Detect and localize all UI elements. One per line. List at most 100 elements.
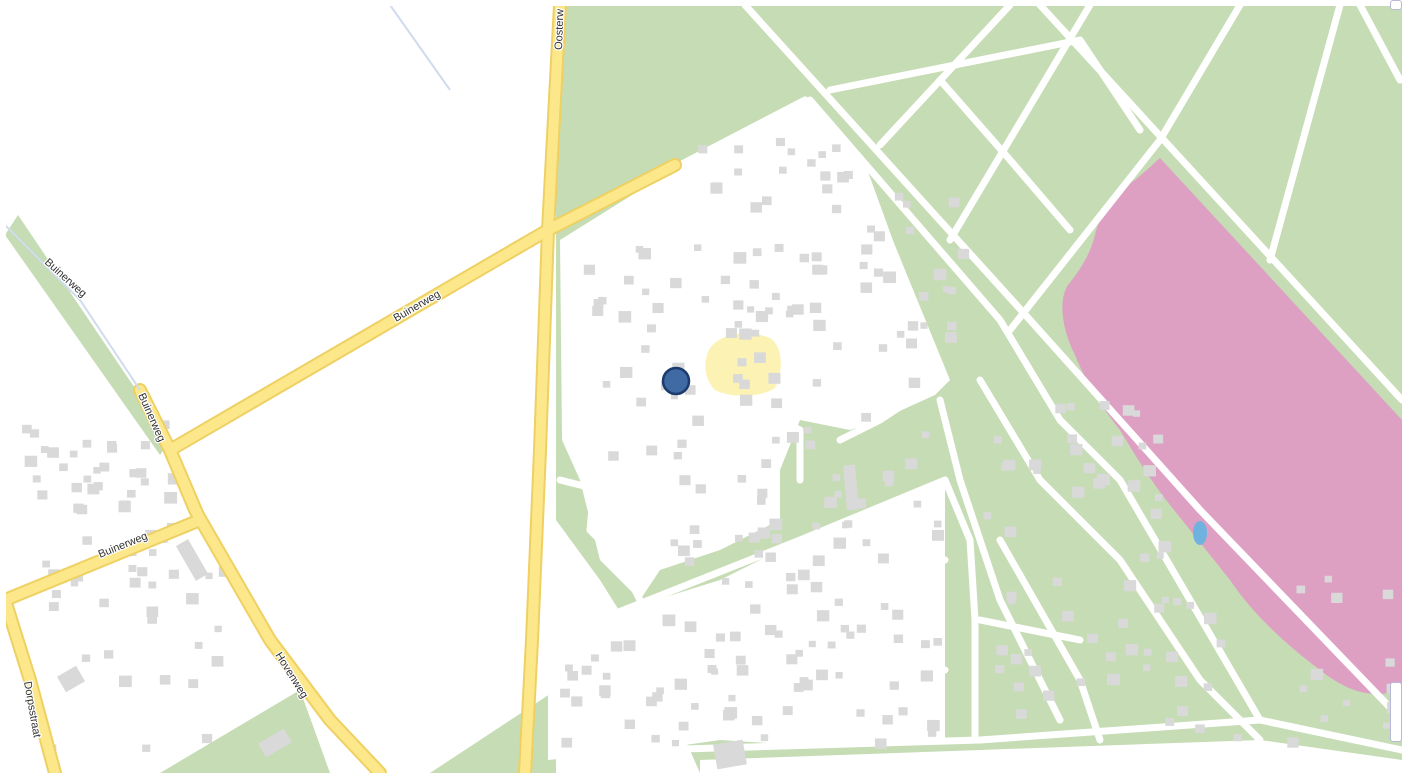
building [707,665,717,673]
building [670,277,682,289]
building [83,475,92,483]
building [761,459,772,468]
building [689,525,700,534]
building [1143,664,1151,671]
building [652,692,663,702]
building [1155,494,1163,502]
building [918,292,929,301]
building [119,675,132,688]
building [636,397,646,407]
building [797,569,810,581]
building [734,321,743,328]
building [99,598,109,608]
building [920,322,928,329]
building [1203,683,1213,691]
building [1125,644,1139,656]
building [816,610,830,622]
building [831,204,842,214]
building [1204,612,1217,625]
building [721,578,730,585]
building [894,192,904,201]
building [159,675,171,685]
building [874,738,887,749]
building [1173,598,1182,606]
building [1320,715,1329,722]
building [1111,435,1124,447]
building [140,478,149,486]
building [745,581,753,588]
building [771,398,782,409]
building [1331,592,1343,603]
building [37,490,48,500]
building [751,329,760,337]
building [786,572,796,582]
building [1033,467,1041,475]
building [701,296,710,303]
building [1083,463,1096,474]
building [671,393,678,400]
location-marker[interactable] [661,366,691,396]
building [684,557,695,566]
building [723,710,735,721]
building [1067,434,1077,444]
building [647,324,656,333]
building [1158,541,1172,553]
building [692,415,704,426]
building [787,148,796,156]
building [1233,734,1242,742]
building [771,533,782,544]
building [618,311,632,323]
building [832,474,841,482]
map-control-bottom[interactable] [1390,682,1402,742]
building [725,328,737,338]
building [739,379,750,390]
building [104,650,114,659]
building [560,688,570,698]
building [736,665,749,676]
building [679,475,691,486]
building [59,463,68,472]
building [1177,706,1189,716]
building [1016,709,1027,719]
building [1161,596,1169,604]
building [769,518,783,531]
building [856,624,866,633]
building [856,709,865,717]
building [948,287,956,295]
building [610,641,623,652]
building [685,385,696,395]
building [168,569,179,579]
building [800,679,813,691]
building [646,445,658,456]
building [214,625,222,633]
building [877,553,889,564]
minor-roads [544,1,1402,754]
building [146,606,159,617]
meadow-fields [820,20,1140,330]
building [211,656,224,667]
building [737,358,747,367]
building [48,602,59,611]
building [1324,575,1332,583]
building [673,452,682,460]
building [787,305,796,314]
building [808,640,816,648]
building [1055,403,1066,414]
map-control-top[interactable] [1390,0,1402,10]
building [175,539,209,581]
building [771,292,780,300]
building [656,687,664,695]
building [119,500,131,511]
building [642,288,650,296]
building [715,633,725,642]
building [837,171,849,183]
building [765,307,773,315]
building [1072,486,1085,498]
building [846,631,855,639]
building [186,593,199,605]
building [733,300,744,310]
building [93,467,101,474]
building [1029,459,1042,471]
building [695,484,706,494]
